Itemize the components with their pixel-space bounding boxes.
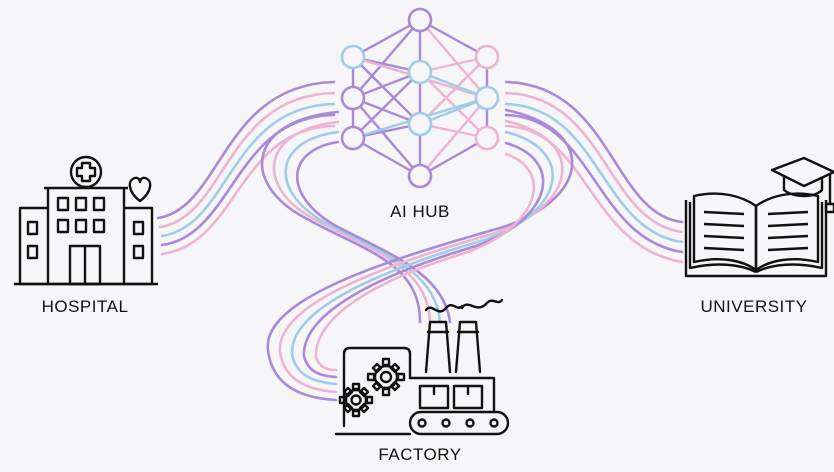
factory-label: FACTORY: [378, 445, 462, 464]
hub-factory-left-links: [260, 110, 452, 324]
open-book-graduation-cap-icon: [684, 156, 834, 278]
university-label: UNIVERSITY: [700, 297, 808, 316]
hospital-label: HOSPITAL: [41, 297, 129, 316]
connection-lines: [156, 80, 684, 402]
factory-conveyor-gears-icon: [334, 298, 510, 436]
hospital-hub-links: [156, 80, 336, 256]
hospital-icon: [14, 155, 158, 286]
neural-network-icon: [340, 7, 500, 189]
hub-university-links: [504, 80, 684, 264]
hub-label: AI HUB: [390, 202, 450, 221]
hub-factory-right-links: [266, 108, 574, 402]
